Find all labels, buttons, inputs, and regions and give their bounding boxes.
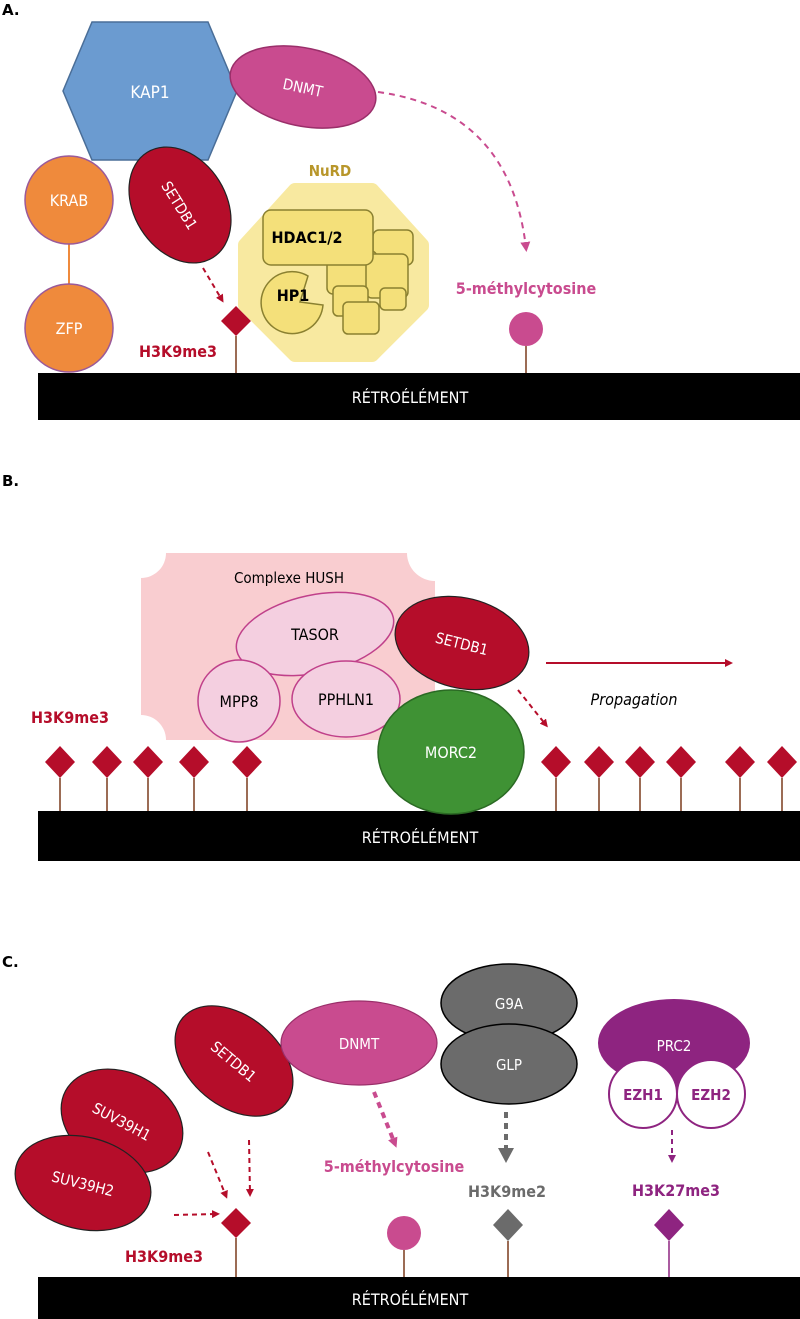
h3k9me3-mark <box>45 746 75 811</box>
dnmt-label-c: DNMT <box>339 1035 380 1053</box>
h3k9me3-marks-b <box>45 746 797 811</box>
pphln1-label: PPHLN1 <box>318 690 374 709</box>
h3k9me3-label-a: H3K9me3 <box>139 342 217 361</box>
hdac-box <box>262 209 374 266</box>
setdb1-ellipse-b <box>394 595 530 691</box>
h3k9me3-mark <box>232 746 262 811</box>
h3k9me3-mark <box>133 746 163 811</box>
h3k9me2-label: H3K9me2 <box>468 1182 546 1201</box>
setdb1-arrow-b <box>517 689 548 728</box>
hp1-label: HP1 <box>277 286 310 305</box>
nurd-label: NuRD <box>309 162 352 180</box>
h3k27me3-label: H3K27me3 <box>632 1181 720 1200</box>
krab-label: KRAB <box>50 191 89 210</box>
hush-label: Complexe HUSH <box>234 569 344 587</box>
methylcytosine-lollipop-c <box>387 1216 421 1250</box>
panel-c: C. RÉTROÉLÉMENT SETDB1 SUV39H1 SUV39H2 H… <box>2 953 800 1319</box>
hdac-label: HDAC1/2 <box>272 228 343 247</box>
h3k9me3-mark <box>767 746 797 811</box>
h3k9me3-mark <box>541 746 571 811</box>
h3k9me3-mark <box>584 746 614 811</box>
dnmt-ellipse-c <box>280 1000 438 1086</box>
glp-ellipse <box>440 1023 578 1105</box>
panel-c-label: C. <box>2 953 19 971</box>
prc2-label: PRC2 <box>657 1037 692 1055</box>
hp1-pacman <box>260 270 324 335</box>
g9a-label: G9A <box>495 995 524 1013</box>
nurd-subunit-4 <box>379 287 407 311</box>
setdb1-arrow-a <box>202 267 224 303</box>
methylcytosine-label-a: 5-méthylcytosine <box>456 279 597 298</box>
suv39h2-arrow <box>173 1210 220 1219</box>
retroelement-bar-b <box>38 811 800 861</box>
h3k27me3-diamond <box>654 1209 684 1241</box>
zfp-label: ZFP <box>56 319 83 338</box>
zfp-circle <box>24 283 114 373</box>
mpp8-label: MPP8 <box>220 692 259 711</box>
setdb1-ellipse-c <box>174 1005 294 1117</box>
retroelement-bar-a <box>38 373 800 420</box>
nurd-subunit-6 <box>342 301 380 335</box>
h3k9me3-mark <box>92 746 122 811</box>
panel-a-label: A. <box>2 1 20 19</box>
h3k9me3-mark <box>625 746 655 811</box>
g9a-arrowhead <box>498 1148 514 1163</box>
methylcytosine-label-c: 5-méthylcytosine <box>324 1157 465 1176</box>
suv39h1-arrow <box>207 1151 228 1199</box>
dnmt-ellipse-a <box>229 45 377 129</box>
h3k9me3-label-c: H3K9me3 <box>125 1247 203 1266</box>
retroelement-label-c: RÉTROÉLÉMENT <box>352 1290 469 1309</box>
h3k9me3-mark <box>179 746 209 811</box>
pphln1-ellipse <box>291 660 401 738</box>
setdb1-ellipse-a <box>128 146 232 264</box>
morc2-ellipse <box>377 689 525 815</box>
krab-circle <box>24 155 114 245</box>
h3k9me2-diamond <box>493 1209 523 1241</box>
retroelement-bar-c <box>38 1277 800 1319</box>
dnmt-arrow-c <box>372 1091 398 1148</box>
retroelement-label-a: RÉTROÉLÉMENT <box>352 388 469 407</box>
mpp8-circle <box>197 659 281 743</box>
propagation-label: Propagation <box>591 690 678 709</box>
glp-label: GLP <box>496 1056 522 1074</box>
ezh2-label: EZH2 <box>691 1086 731 1104</box>
h3k9me3-label-b: H3K9me3 <box>31 708 109 727</box>
panel-a: A. RÉTROÉLÉMENT KAP1 DNMT KRAB ZFP SETDB… <box>2 1 800 420</box>
tasor-label: TASOR <box>290 625 339 644</box>
suv39h2-ellipse <box>14 1134 152 1232</box>
panel-b-label: B. <box>2 472 19 490</box>
kap1-hexagon <box>62 21 238 161</box>
h3k9me3-diamond-a <box>221 306 251 336</box>
methylcytosine-lollipop-a <box>509 312 543 346</box>
h3k9me3-mark <box>725 746 755 811</box>
dnmt-arrow-a <box>377 91 531 252</box>
kap1-label: KAP1 <box>130 83 169 103</box>
h3k9me3-diamond-c <box>221 1208 251 1238</box>
panel-b: B. RÉTROÉLÉMENT Complexe HUSH TASOR MPP8… <box>2 472 800 861</box>
ezh1-label: EZH1 <box>623 1086 663 1104</box>
retroelement-label-b: RÉTROÉLÉMENT <box>362 828 479 847</box>
ezh2-circle <box>676 1059 746 1129</box>
morc2-label: MORC2 <box>425 743 477 762</box>
setdb1-arrow-c <box>245 1139 254 1197</box>
h3k9me3-mark <box>666 746 696 811</box>
